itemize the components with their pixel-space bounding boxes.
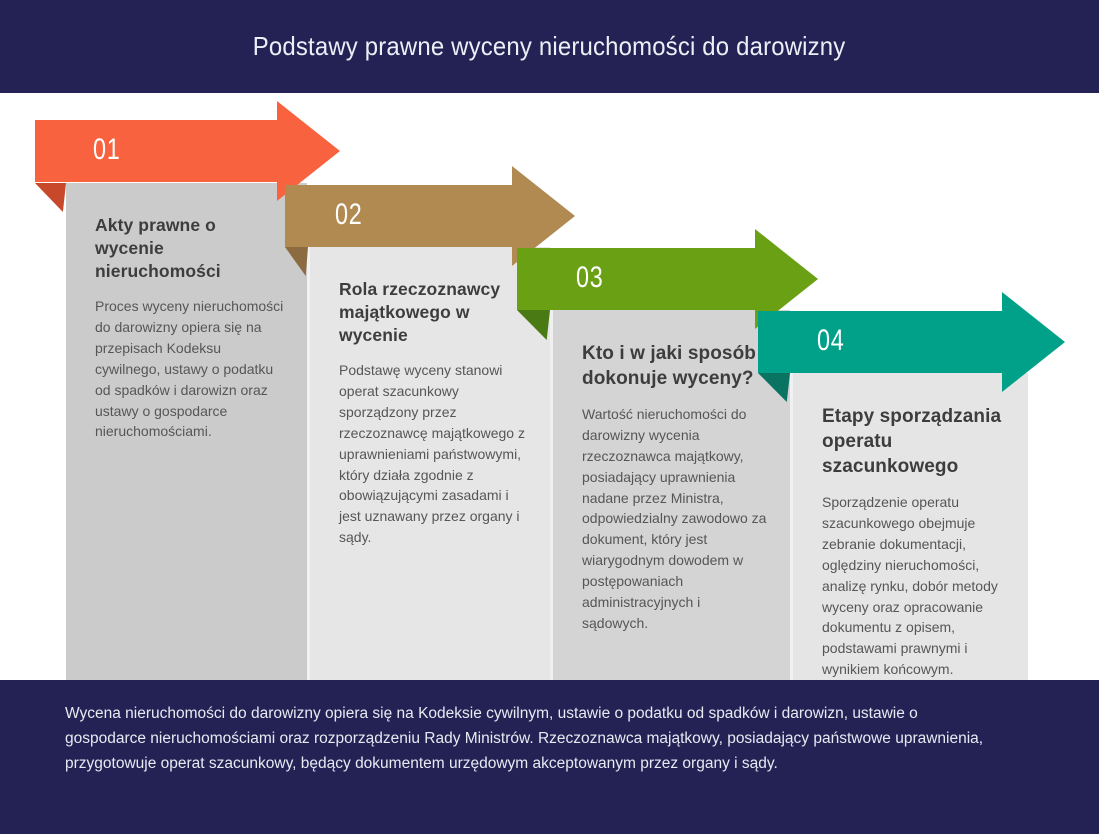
step-card-1: Akty prawne o wycenie nieruchomości Proc… — [66, 183, 307, 680]
step-number-4: 04 — [817, 324, 845, 357]
step-card-3: Kto i w jaki sposób dokonuje wyceny? War… — [550, 310, 790, 680]
step-heading-4: Etapy sporządzania operatu szacunkowego — [822, 406, 1002, 478]
step-heading-2: Rola rzeczoznawcy majątkowego w wycenie — [339, 279, 501, 346]
step-body-3: Wartość nieruchomości do darowizny wycen… — [582, 406, 767, 631]
footer-summary: Wycena nieruchomości do darowizny opiera… — [65, 705, 984, 773]
step-heading-3: Kto i w jaki sposób dokonuje wyceny? — [582, 343, 756, 390]
step-card-4: Etapy sporządzania operatu szacunkowego … — [790, 373, 1028, 680]
step-number-3: 03 — [576, 261, 604, 294]
step-number-1: 01 — [93, 133, 121, 166]
step-body-2: Podstawę wyceny stanowi operat szacunkow… — [339, 362, 525, 546]
step-number-2: 02 — [335, 198, 363, 231]
step-body-1: Proces wyceny nieruchomości do darowizny… — [95, 298, 284, 440]
page-title: Podstawy prawne wyceny nieruchomości do … — [253, 31, 846, 61]
step-card-2: Rola rzeczoznawcy majątkowego w wycenie … — [307, 247, 550, 680]
header-bar: Podstawy prawne wyceny nieruchomości do … — [0, 0, 1099, 93]
step-body-4: Sporządzenie operatu szacunkowego obejmu… — [822, 494, 998, 678]
step-heading-1: Akty prawne o wycenie nieruchomości — [95, 215, 221, 282]
footer-bar: Wycena nieruchomości do darowizny opiera… — [0, 680, 1099, 834]
arrow-fold-1 — [35, 183, 66, 212]
